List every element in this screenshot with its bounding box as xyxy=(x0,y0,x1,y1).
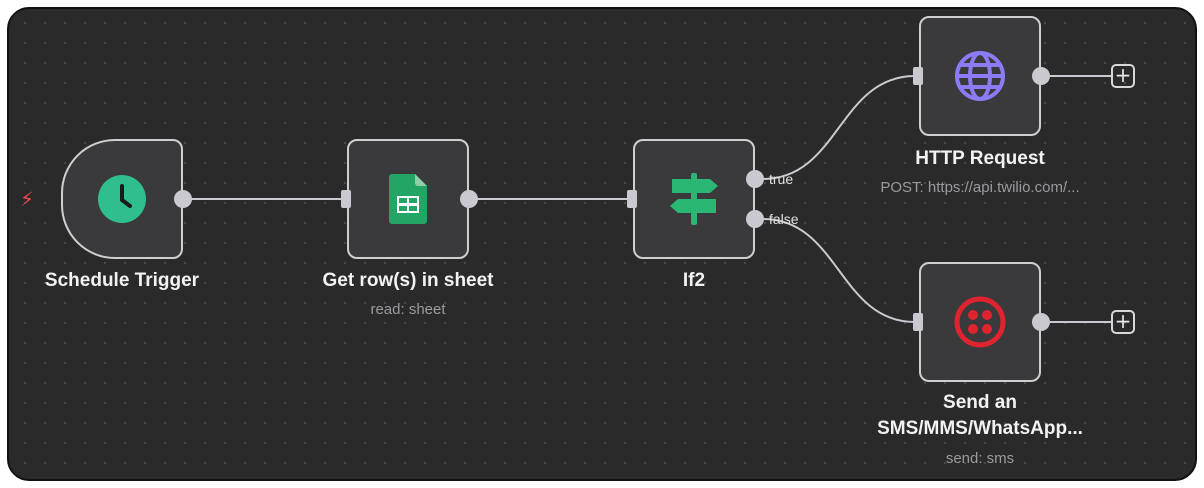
connections-layer xyxy=(191,75,1111,323)
twilio-icon xyxy=(954,296,1006,348)
trigger-bolt-icon: ⚡ xyxy=(20,187,35,211)
send-sms-input-handle[interactable] xyxy=(913,313,923,331)
workflow-canvas[interactable]: ⚡ Schedule Trigger Get row(s) in sheet r… xyxy=(7,7,1197,481)
schedule-trigger-output-handle[interactable] xyxy=(174,190,192,208)
signpost-icon xyxy=(670,173,718,225)
http-request-subtitle: POST: https://api.twilio.com/... xyxy=(880,179,1080,196)
if2-true-output-handle[interactable] xyxy=(746,170,764,188)
globe-icon xyxy=(955,51,1005,101)
http-request-title: HTTP Request xyxy=(915,148,1045,169)
google-sheets-icon xyxy=(389,174,427,224)
get-rows-subtitle: read: sheet xyxy=(370,301,446,318)
http-request-input-handle[interactable] xyxy=(913,67,923,85)
send-sms-title-line2: SMS/MMS/WhatsApp... xyxy=(877,418,1083,439)
if2-input-handle[interactable] xyxy=(627,190,637,208)
if2-false-output-handle[interactable] xyxy=(746,210,764,228)
node-if2[interactable] xyxy=(633,139,755,259)
node-schedule-trigger[interactable] xyxy=(61,139,183,259)
send-sms-title-line1: Send an xyxy=(943,392,1017,413)
get-rows-title: Get row(s) in sheet xyxy=(322,270,494,291)
node-send-sms[interactable] xyxy=(919,262,1041,382)
clock-icon xyxy=(98,175,146,223)
node-http-request[interactable] xyxy=(919,16,1041,136)
node-get-rows[interactable] xyxy=(347,139,469,259)
schedule-trigger-title: Schedule Trigger xyxy=(44,270,200,291)
if2-true-label: true xyxy=(769,171,794,187)
http-request-output-handle[interactable] xyxy=(1032,67,1050,85)
get-rows-input-handle[interactable] xyxy=(341,190,351,208)
get-rows-output-handle[interactable] xyxy=(460,190,478,208)
send-sms-add-node-button[interactable]: + xyxy=(1111,310,1135,334)
if2-title: If2 xyxy=(682,270,706,291)
edge-false-to-sms[interactable] xyxy=(762,218,916,323)
send-sms-subtitle: send: sms xyxy=(945,450,1015,467)
if2-false-label: false xyxy=(769,211,799,227)
http-request-add-node-button[interactable]: + xyxy=(1111,64,1135,88)
edge-true-to-http[interactable] xyxy=(762,75,916,180)
send-sms-output-handle[interactable] xyxy=(1032,313,1050,331)
